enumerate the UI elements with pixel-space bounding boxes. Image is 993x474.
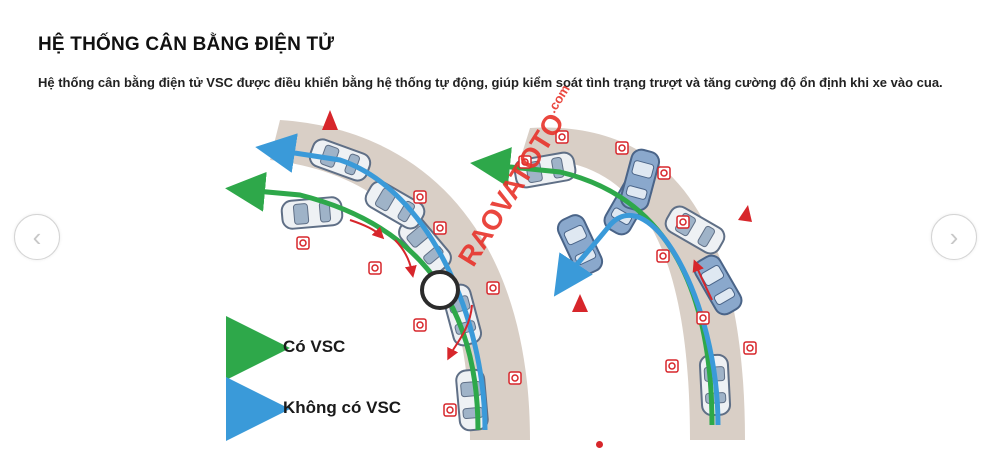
chevron-right-icon: ›: [949, 221, 959, 252]
page-title: HỆ THỐNG CÂN BẰNG ĐIỆN TỬ: [38, 34, 335, 55]
legend-without-vsc: Không có VSC: [283, 398, 402, 417]
blue-path-right: [553, 213, 721, 426]
right-road: [520, 127, 745, 440]
watermark-logo: [420, 270, 460, 310]
left-road: [270, 120, 530, 440]
carousel-next-button[interactable]: ›: [931, 214, 977, 260]
carousel-dot-active[interactable]: [596, 441, 603, 448]
legend-with-vsc: Có VSC: [283, 337, 346, 356]
car-icon: [553, 210, 607, 280]
description-text: Hệ thống cân bằng điện tử VSC được điều …: [38, 75, 943, 90]
car-icon: [279, 195, 345, 231]
carousel-prev-button[interactable]: ‹: [14, 214, 60, 260]
blue-path-left: [255, 133, 488, 431]
chevron-left-icon: ‹: [32, 221, 42, 252]
